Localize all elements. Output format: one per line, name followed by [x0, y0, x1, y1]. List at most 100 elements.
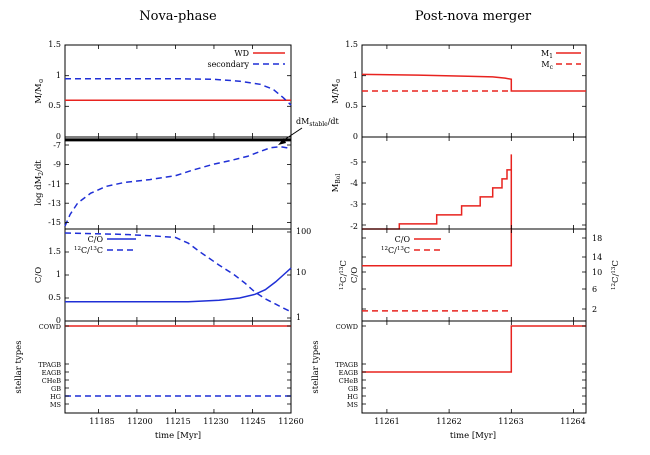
left-p2-yticks: -7 -9 -11 -13 -15	[48, 141, 61, 227]
ylabel-sub: 2	[38, 172, 45, 176]
tick-label: 1.5	[345, 40, 358, 49]
iso-text: C	[339, 260, 349, 267]
iso-sup: 13	[90, 246, 97, 252]
iso-sup: 13	[611, 266, 617, 273]
tick-label: 0.5	[48, 293, 61, 302]
tick-label: 100	[296, 227, 311, 236]
tick-label: 1	[56, 270, 61, 279]
right-p1-ylabel: M/M⊙	[331, 78, 342, 103]
tick-label: 0	[353, 132, 358, 141]
tick-label: 1	[296, 313, 301, 322]
tick-label: 1	[353, 71, 358, 80]
m1-type-line	[362, 325, 586, 373]
left-p2-ylabel: log dM2/dt	[34, 160, 45, 206]
iso-text: C	[97, 246, 103, 255]
iso-sup: 12	[381, 246, 388, 252]
tick-label: 11245	[240, 417, 265, 426]
right-panel-masses: 0 0.5 1 1.5 M/M⊙ M1 Mc	[331, 40, 587, 141]
type-label: GB	[348, 385, 358, 393]
secondary-mass-line	[65, 77, 292, 106]
type-label: EAGB	[42, 369, 62, 377]
right-p2-ylabel: MBol	[331, 174, 342, 193]
tick-label: 0.5	[48, 101, 61, 110]
iso-sup: 12	[74, 246, 81, 252]
type-label: CHeB	[339, 377, 358, 385]
stable-annotation: dMstable/dt	[296, 117, 340, 128]
right-panel-stellar-types: COWD TPAGB EAGB CHeB GB HG MS stellar ty…	[311, 320, 587, 441]
right-p3-ylabel-right: 12C/13C	[611, 260, 621, 290]
co-ratio-line	[65, 267, 292, 303]
type-label: COWD	[39, 323, 61, 331]
left-panel-stellar-types: COWD TPAGB EAGB CHeB GB HG MS stellar ty…	[14, 320, 304, 441]
right-p4-frame	[361, 320, 587, 414]
tick-label: 10	[296, 268, 306, 277]
left-xlabel: time [Myr]	[155, 431, 201, 441]
iso-sup: 13	[339, 266, 345, 273]
type-label: TPAGB	[335, 361, 358, 369]
left-p4-types: COWD TPAGB EAGB CHeB GB HG MS	[38, 323, 61, 409]
annotation-main: dM	[296, 117, 309, 126]
c12c13-ratio-line	[64, 232, 292, 313]
left-p4-frame	[64, 320, 292, 414]
right-p4-types: COWD TPAGB EAGB CHeB GB HG MS	[335, 323, 358, 409]
iso-sup: 12	[339, 283, 345, 290]
left-p1-legend: WD secondary	[207, 49, 285, 69]
left-panel-mass-transfer: -7 -9 -11 -13 -15 log dM2/dt dMstable/dt	[34, 117, 340, 230]
left-p1-ylabel: M/M⊙	[34, 78, 45, 103]
right-panel-mbol: -5 -4 -3 -2 MBol	[331, 136, 587, 231]
left-panel-abundances: 0 0.5 1 1.5 1 10 100 C/O C/O 12C/13C	[34, 227, 311, 325]
iso-text: C/	[81, 246, 90, 255]
m1-line	[361, 73, 586, 92]
tick-label: 0	[56, 316, 61, 325]
left-p3-y2ticks: 1 10 100	[296, 227, 311, 322]
iso-text: C/	[388, 246, 397, 255]
iso-text: C/	[611, 273, 621, 283]
tick-label: 11215	[165, 417, 190, 426]
mbol-line	[362, 154, 513, 230]
tick-label: 11260	[278, 417, 303, 426]
legend-co: C/O	[395, 235, 411, 244]
tick-label: 0.5	[345, 101, 358, 110]
ylabel-sub: Bol	[335, 174, 342, 184]
tick-label: -13	[48, 199, 61, 208]
left-title: Nova-phase	[139, 9, 217, 24]
ylabel-sub: ⊙	[335, 78, 342, 83]
tick-label: 18	[592, 234, 602, 243]
tick-label: 11264	[560, 417, 585, 426]
legend-wd: WD	[234, 49, 249, 58]
tick-label: 1.5	[48, 247, 61, 256]
tick-label: 1.5	[48, 40, 61, 49]
tick-label: 2	[592, 305, 597, 314]
right-p1-yticks: 0 0.5 1 1.5	[345, 40, 358, 141]
tick-label: 11185	[89, 417, 114, 426]
annotation-arrowhead	[278, 138, 286, 145]
type-label: MS	[50, 401, 61, 409]
iso-sup: 12	[611, 283, 617, 290]
legend-sub: c	[550, 64, 554, 71]
co-ratio-line	[362, 229, 513, 267]
iso-text: C/	[339, 273, 349, 283]
legend-secondary: secondary	[207, 60, 249, 69]
right-xlabel: time [Myr]	[450, 431, 496, 441]
iso-text: C	[404, 246, 410, 255]
tick-label: -3	[350, 200, 358, 209]
type-label: CHeB	[42, 377, 61, 385]
tick-label: -5	[350, 158, 358, 167]
tick-label: 11262	[436, 417, 461, 426]
legend-sub: 1	[549, 53, 553, 60]
type-label: COWD	[336, 323, 358, 331]
ylabel-main: M/M	[331, 83, 341, 104]
tick-label: -7	[53, 141, 61, 150]
left-p1-frame	[64, 44, 292, 138]
ylabel-main: log dM	[34, 175, 44, 205]
right-p3-yticks: 18 14 10 6 2	[592, 234, 602, 314]
ylabel-main: M	[331, 183, 341, 192]
legend-iso: 12C/13C	[74, 246, 103, 255]
right-p1-legend: M1 Mc	[541, 49, 581, 71]
legend-main: M	[541, 60, 549, 69]
type-label: HG	[50, 393, 61, 401]
tick-label: 11261	[374, 417, 399, 426]
tick-label: -2	[350, 222, 358, 231]
tick-label: -15	[48, 218, 61, 227]
